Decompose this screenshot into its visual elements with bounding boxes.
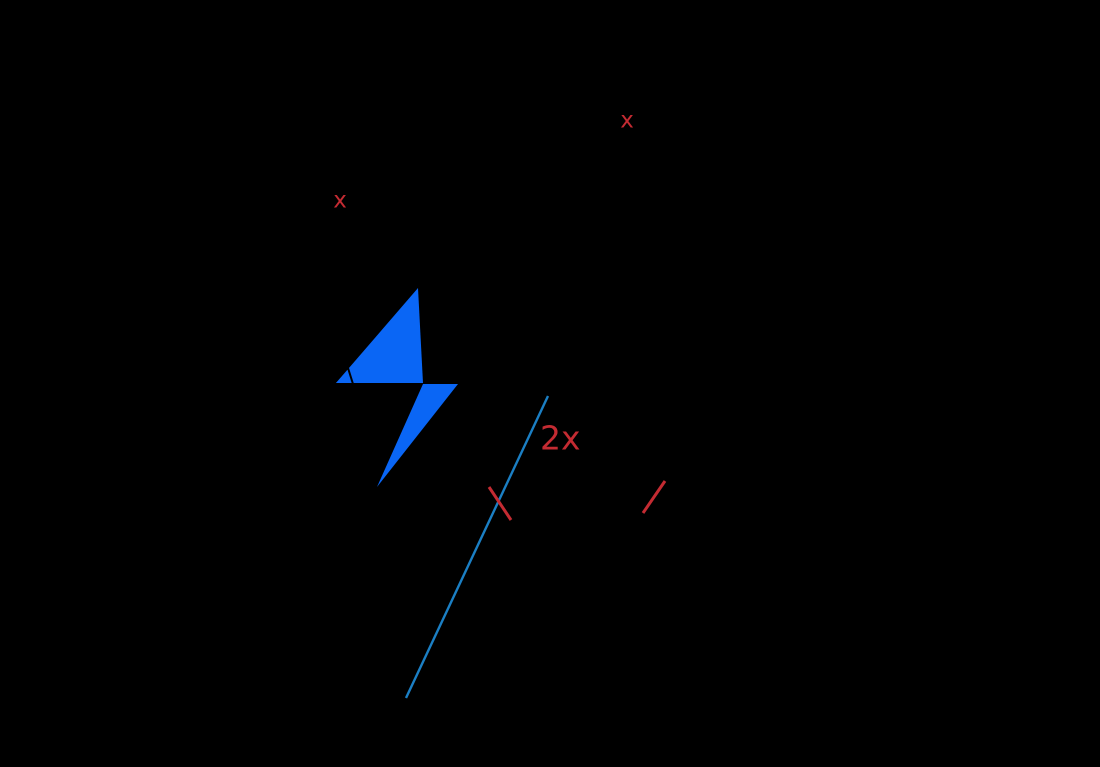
bolt-upper-triangle <box>336 288 423 383</box>
congruence-tick-on-segment-icon <box>487 486 513 521</box>
angle-label-2x: 2x <box>540 419 581 458</box>
bolt-notch-line <box>347 367 354 385</box>
transversal-segment-line <box>404 395 550 699</box>
angle-label-x-left: x <box>333 188 347 214</box>
bolt-lower-triangle <box>377 384 458 487</box>
congruence-tick-standalone-icon <box>641 480 667 514</box>
angle-label-x-top: x <box>620 108 634 134</box>
